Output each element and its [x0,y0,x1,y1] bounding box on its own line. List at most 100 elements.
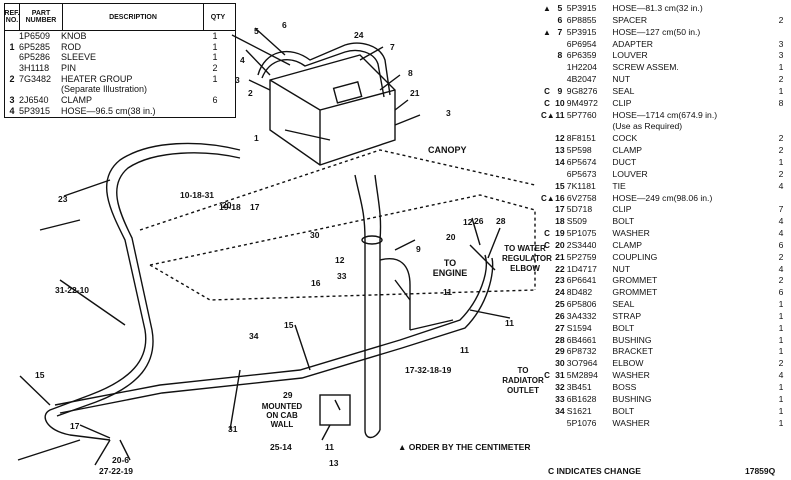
ref-cell: 26 [555,310,565,321]
ref-cell [553,169,567,181]
callout-number: 27-22-19 [99,466,134,476]
description-cell: CLAMP [612,239,643,250]
qty-cell: 1 [778,393,784,404]
description-cell: ELBOW [612,358,644,369]
part-number-cell: 5P3915 [566,3,597,13]
ref-cell: 6 [557,14,563,25]
callout-number: 2 [248,88,253,98]
qty-cell: 2 [778,145,784,156]
change-mark-cell [541,275,553,287]
description-cell: SEAL [612,85,635,96]
hose-lower [54,254,487,406]
qty-cell: 4 [778,370,784,381]
part-number-cell: S1621 [566,405,592,416]
change-mark-cell [541,346,553,358]
part-number-cell: 6P5674 [566,156,597,167]
qty-cell: 1 [778,310,784,321]
qty-cell: 4 [778,263,784,274]
description-cell: BOSS [612,382,637,392]
callout-number: 11 [460,345,469,355]
qty-cell: 6 [778,287,784,298]
ref-cell: 24 [555,287,565,298]
qty-cell: 1 [778,417,784,428]
part-number-cell: 7K1181 [566,180,596,191]
ref-cell [553,74,567,86]
ref-cell [5,84,19,95]
description-cell: KNOB [61,31,87,41]
part-number-cell: 9G8276 [566,85,598,96]
part-number-cell: 6P6954 [566,38,597,49]
qty-cell: 4 [778,228,784,239]
cab-wall-bracket [319,394,351,426]
description-cell: (Use as Required) [612,121,683,132]
part-number-cell: 1P6509 [19,31,51,41]
ref-cell: 8 [557,50,563,61]
change-mark-cell [541,145,553,157]
description-cell: HOSE—1714 cm(674.9 in.) [612,109,718,120]
qty-cell: 2 [778,133,784,144]
part-number-cell: 6P5286 [19,52,51,63]
description-cell: SCREW ASSEM. [612,62,679,73]
part-number-cell: 6P6359 [566,50,597,61]
ref-cell: 32 [555,382,565,392]
change-mark-cell: C▲ [541,110,555,120]
part-number-cell [567,121,613,133]
change-mark-cell: C [544,86,550,96]
callout-number: 5 [254,26,259,36]
description-cell: CLIP [612,97,632,108]
qty-cell [775,193,787,205]
change-mark-cell [541,62,553,74]
header-part: PART NUMBER [20,4,63,30]
part-number-cell [19,84,61,95]
part-number-cell: 5P2759 [566,251,597,262]
description-cell: HEATER GROUP [61,73,133,84]
description-cell: CLIP [612,204,632,215]
qty-cell: 2 [778,74,784,85]
description-cell: GROMMET [612,287,658,298]
qty-cell: 1 [778,156,784,167]
callout-number: 12 [463,217,473,227]
ref-cell [5,31,19,42]
description-cell: WASHER [612,370,650,381]
hose-left [44,142,241,441]
callout-number: 26 [474,216,484,226]
part-number-cell: 6P8732 [566,346,597,357]
description-cell: LOUVER [612,50,648,61]
change-mark-cell: ▲ [542,4,551,13]
part-number-cell: 8D482 [566,287,593,298]
description-cell: COUPLING [612,251,658,262]
ref-cell [553,62,567,74]
qty-cell: 6 [212,95,218,106]
qty-cell [775,27,787,39]
part-number-cell: 7G3482 [19,73,52,84]
qty-cell [775,3,787,15]
callout-number: 11 [443,287,452,297]
change-mark-cell [541,418,553,430]
description-cell: HOSE—127 cm(50 in.) [612,26,701,37]
ref-cell: 15 [555,180,565,191]
description-cell: SEAL [612,299,635,310]
qty-cell: 1 [212,73,218,84]
qty-cell: 1 [778,382,784,392]
part-number-cell: 5D718 [566,204,593,215]
callout-number: 30 [310,230,320,240]
description-cell: TIE [612,180,626,191]
description-cell: BUSHING [612,334,652,345]
change-mark-cell [541,50,553,62]
